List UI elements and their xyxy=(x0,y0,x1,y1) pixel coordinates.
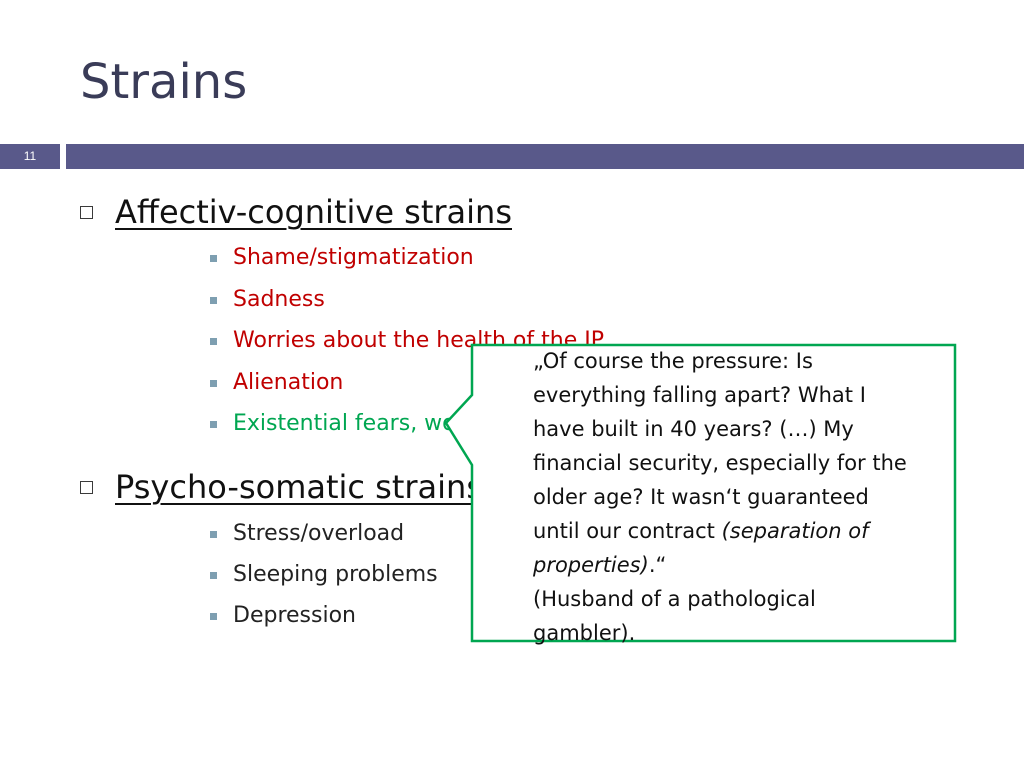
quote-line: until our contract (separation of xyxy=(533,514,948,548)
hollow-square-bullet-icon xyxy=(80,480,93,494)
list-item-text: Alienation xyxy=(233,370,344,395)
slide-title: Strains xyxy=(80,54,248,110)
section-heading-affective: Affectiv-cognitive strains xyxy=(80,192,512,232)
quote-line: (Husband of a pathological xyxy=(533,587,816,611)
list-item: Depression xyxy=(210,602,356,630)
square-bullet-icon xyxy=(210,254,217,262)
hollow-square-bullet-icon xyxy=(80,205,93,219)
quote-text: until our contract xyxy=(533,519,715,543)
quote-line: older age? It wasn‘t guaranteed xyxy=(533,485,869,509)
quote-line: properties).“ xyxy=(533,548,948,582)
slide-number: 11 xyxy=(0,144,60,169)
quote-italic-text: properties) xyxy=(533,553,649,577)
list-item-text: Stress/overload xyxy=(233,521,405,546)
list-item: Sleeping problems xyxy=(210,561,438,589)
square-bullet-icon xyxy=(210,420,217,428)
list-item-text: Shame/stigmatization xyxy=(233,245,474,270)
quote-line: everything falling apart? What I xyxy=(533,383,866,407)
list-item: Stress/overload xyxy=(210,520,404,548)
section-heading-text: Psycho-somatic strains xyxy=(115,468,483,506)
section-heading-text: Affectiv-cognitive strains xyxy=(115,193,512,231)
list-item-text: Depression xyxy=(233,603,356,628)
square-bullet-icon xyxy=(210,612,217,620)
callout-quote-text: „Of course the pressure: Is everything f… xyxy=(533,344,948,650)
quote-line: gambler). xyxy=(533,621,636,645)
list-item: Sadness xyxy=(210,286,325,314)
quote-line: financial security, especially for the xyxy=(533,451,907,475)
list-item-text: Sleeping problems xyxy=(233,562,438,587)
square-bullet-icon xyxy=(210,530,217,538)
title-divider-bar xyxy=(66,144,1024,169)
section-heading-psychosomatic: Psycho-somatic strains xyxy=(80,467,483,507)
square-bullet-icon xyxy=(210,337,217,345)
quote-line: „Of course the pressure: Is xyxy=(533,349,813,373)
square-bullet-icon xyxy=(210,571,217,579)
square-bullet-icon xyxy=(210,379,217,387)
list-item: Alienation xyxy=(210,369,343,397)
list-item: Shame/stigmatization xyxy=(210,244,474,272)
list-item-text: Sadness xyxy=(233,287,325,312)
quote-line: have built in 40 years? (…) My xyxy=(533,417,854,441)
quote-italic-text: (separation of xyxy=(721,519,869,543)
quote-text: .“ xyxy=(648,553,667,577)
square-bullet-icon xyxy=(210,296,217,304)
